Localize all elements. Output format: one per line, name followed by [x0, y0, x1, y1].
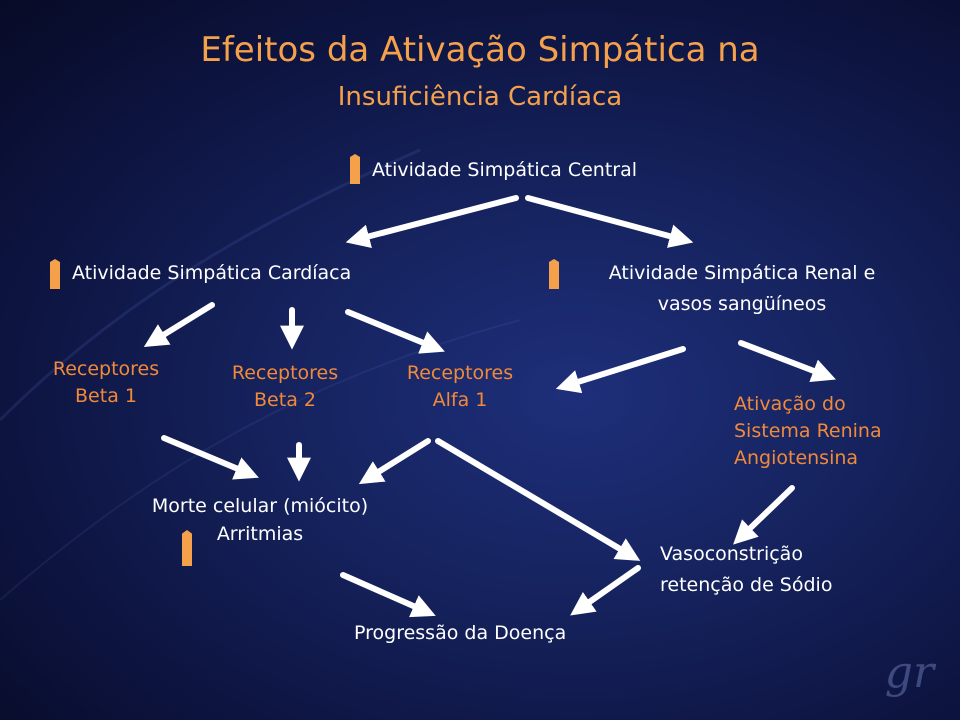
node-renal-sympathetic: Atividade Simpática Renal e vasos sangüí…	[572, 259, 912, 318]
arrow-raa-to-vaso	[733, 485, 795, 545]
arrow-vaso-to-progression	[570, 565, 641, 616]
node-raa-line3: Angiotensina	[734, 447, 859, 469]
node-renal-line1: Atividade Simpática Renal e	[608, 262, 876, 284]
node-death-line2: Arritmias	[216, 523, 304, 545]
node-cardiac-sympathetic: Atividade Simpática Cardíaca	[72, 262, 352, 284]
node-alfa1-receptors: Receptores Alfa 1	[380, 360, 540, 414]
node-beta1-receptors: Receptores Beta 1	[26, 356, 186, 410]
node-vaso-line1: Vasoconstrição	[660, 543, 803, 565]
slide-title: Efeitos da Ativação Simpática na	[200, 30, 760, 70]
node-renin-angiotensin: Ativação do Sistema Renina Angiotensina	[734, 391, 882, 472]
increase-arrow-icon	[350, 154, 360, 184]
arrow-alfa1-to-death	[358, 438, 431, 485]
arrow-alfa1-to-vaso	[435, 438, 641, 561]
node-raa-line2: Sistema Renina	[734, 420, 882, 442]
slide-subtitle: Insuficiência Cardíaca	[337, 82, 623, 112]
node-vasoconstriction: Vasoconstrição retenção de Sódio	[660, 540, 832, 599]
arrow-central-to-cardiac	[345, 195, 519, 248]
node-alfa1-line2: Alfa 1	[432, 389, 488, 411]
node-vaso-line2: retenção de Sódio	[660, 574, 833, 596]
node-beta1-line1: Receptores	[52, 358, 160, 380]
node-death-line1: Morte celular (miócito)	[151, 495, 369, 517]
arrow-central-to-renal	[525, 195, 694, 248]
node-central-sympathetic: Atividade Simpática Central	[372, 159, 637, 181]
author-monogram: gr	[884, 647, 934, 698]
arrow-beta1-to-death	[161, 435, 259, 480]
node-beta2-line2: Beta 2	[254, 389, 316, 411]
node-raa-line1: Ativação do	[734, 393, 846, 415]
arrow-renal-to-alfa1	[555, 346, 686, 394]
node-alfa1-line1: Receptores	[406, 362, 514, 384]
increase-arrow-icon	[549, 259, 559, 289]
increase-arrow-icon	[182, 530, 192, 566]
arrow-cardiac-to-alfa1	[345, 309, 445, 354]
node-beta1-line2: Beta 1	[75, 385, 137, 407]
node-disease-progression: Progressão da Doença	[354, 622, 567, 644]
increase-arrow-icon	[50, 259, 60, 289]
node-renal-line2: vasos sangüíneos	[657, 293, 827, 315]
node-beta2-receptors: Receptores Beta 2	[205, 360, 365, 414]
arrow-death-to-progression	[340, 572, 436, 618]
node-beta2-line1: Receptores	[231, 362, 339, 384]
arrow-renal-to-raa	[738, 340, 836, 383]
node-cell-death: Morte celular (miócito) Arritmias	[110, 492, 410, 548]
arrow-cardiac-to-beta1	[143, 302, 215, 348]
